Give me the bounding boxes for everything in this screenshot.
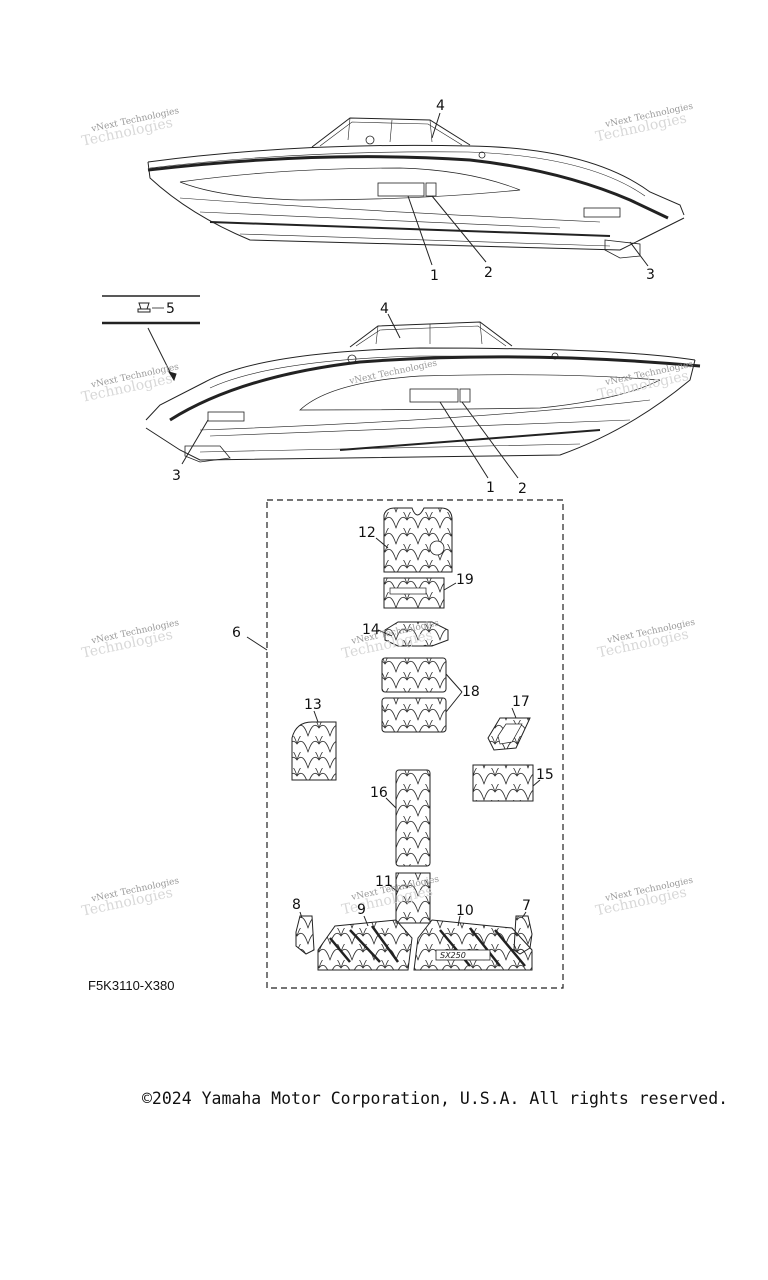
- mat-15: [472, 764, 534, 802]
- mat-14: [384, 621, 449, 647]
- callout-8: 8: [292, 897, 301, 913]
- callout-2-bottom: 2: [518, 481, 527, 497]
- callout-7: 7: [522, 898, 531, 914]
- callout-9: 9: [357, 902, 366, 918]
- mat-18a: [381, 657, 447, 693]
- callout-14: 14: [362, 622, 380, 638]
- callout-17: 17: [512, 694, 530, 710]
- callout-1-bottom: 1: [486, 480, 495, 496]
- callouts: 4 1 2 3 5 4 3 1 2 12 19 6 14 18 17 13 15…: [166, 98, 655, 919]
- mat-12: [383, 507, 453, 573]
- mat-16: [395, 769, 431, 867]
- callout-4-top: 4: [436, 98, 445, 114]
- callout-13: 13: [304, 697, 322, 713]
- callout-3-bottom: 3: [172, 468, 181, 484]
- mat-13: [291, 721, 337, 781]
- callout-19: 19: [456, 572, 474, 588]
- callout-5: 5: [166, 301, 175, 317]
- mat-7: [513, 915, 533, 955]
- mat-8: [295, 915, 315, 955]
- callout-6: 6: [232, 625, 241, 641]
- callout-15: 15: [536, 767, 554, 783]
- callout-11: 11: [375, 874, 393, 890]
- callout-2-top: 2: [484, 265, 493, 281]
- mat-kit-group: SX250: [246, 499, 564, 989]
- callout-18: 18: [462, 684, 480, 700]
- mat-11: [395, 872, 431, 924]
- copyright-notice: ©2024 Yamaha Motor Corporation, U.S.A. A…: [142, 1089, 729, 1108]
- callout-4-bottom: 4: [380, 301, 389, 317]
- callout-3-top: 3: [646, 267, 655, 283]
- mat-18b: [381, 697, 447, 733]
- callout-10: 10: [456, 903, 474, 919]
- boat-starboard-view: [147, 112, 685, 267]
- callout-12: 12: [358, 525, 376, 541]
- boat-port-view: [102, 295, 701, 479]
- diagram-code: F5K3110-X380: [88, 978, 175, 993]
- callout-16: 16: [370, 785, 388, 801]
- svg-text:SX250: SX250: [440, 951, 466, 960]
- callout-1-top: 1: [430, 268, 439, 284]
